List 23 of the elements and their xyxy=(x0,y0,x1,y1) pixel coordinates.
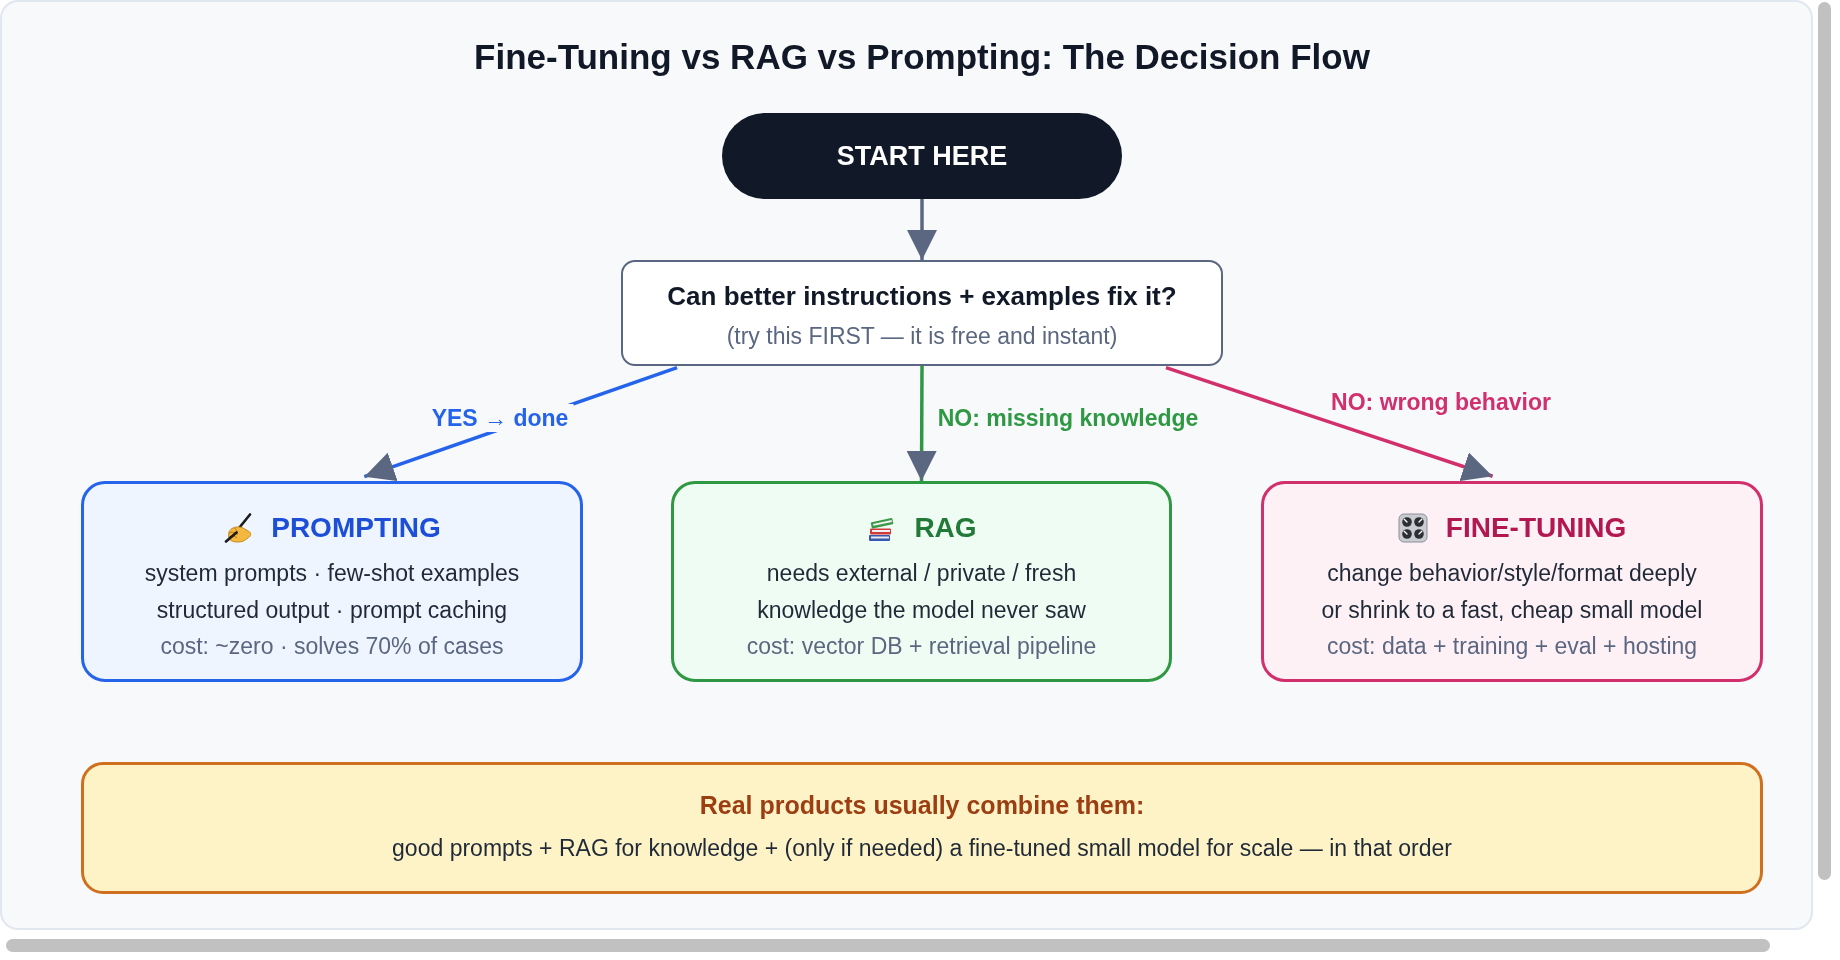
card-description: needs external / private / fresh knowledge the model never saw xyxy=(756,559,1087,625)
card-title: RAG xyxy=(914,510,977,545)
arrow xyxy=(1165,366,1494,481)
option-card xyxy=(1261,481,1763,682)
summary-banner xyxy=(81,762,1763,894)
diagram-title: Fine-Tuning vs RAG vs Prompting: The Decision Flow xyxy=(474,36,1370,78)
arrow xyxy=(907,199,937,260)
option-card xyxy=(671,481,1172,682)
banner-text: good prompts + RAG for knowledge + (only if needed) a fine-tuned small model for scale — in that order xyxy=(392,833,1452,863)
cost-note: cost: data + training + eval + hosting xyxy=(1326,632,1698,662)
card-description: change behavior/style/format deeply or shrink to a fast, cheap small model xyxy=(1320,559,1704,625)
terminal-label: START HERE xyxy=(836,140,1008,172)
card-title: FINE-TUNING xyxy=(1445,510,1627,545)
card-description: system prompts · few-shot examples structured output · prompt caching xyxy=(143,559,521,625)
decision-box xyxy=(621,260,1223,366)
option-card xyxy=(81,481,583,682)
cost-note: cost: vector DB + retrieval pipeline xyxy=(746,632,1097,662)
banner-heading: Real products usually combine them: xyxy=(699,789,1145,820)
card-title: PROMPTING xyxy=(271,510,441,545)
cost-note: cost: ~zero · solves 70% of cases xyxy=(160,632,504,662)
arrow xyxy=(906,366,937,481)
decision-hint: (try this FIRST — it is free and instant) xyxy=(726,321,1118,351)
decision-question: Can better instructions + examples fix it? xyxy=(667,281,1177,312)
